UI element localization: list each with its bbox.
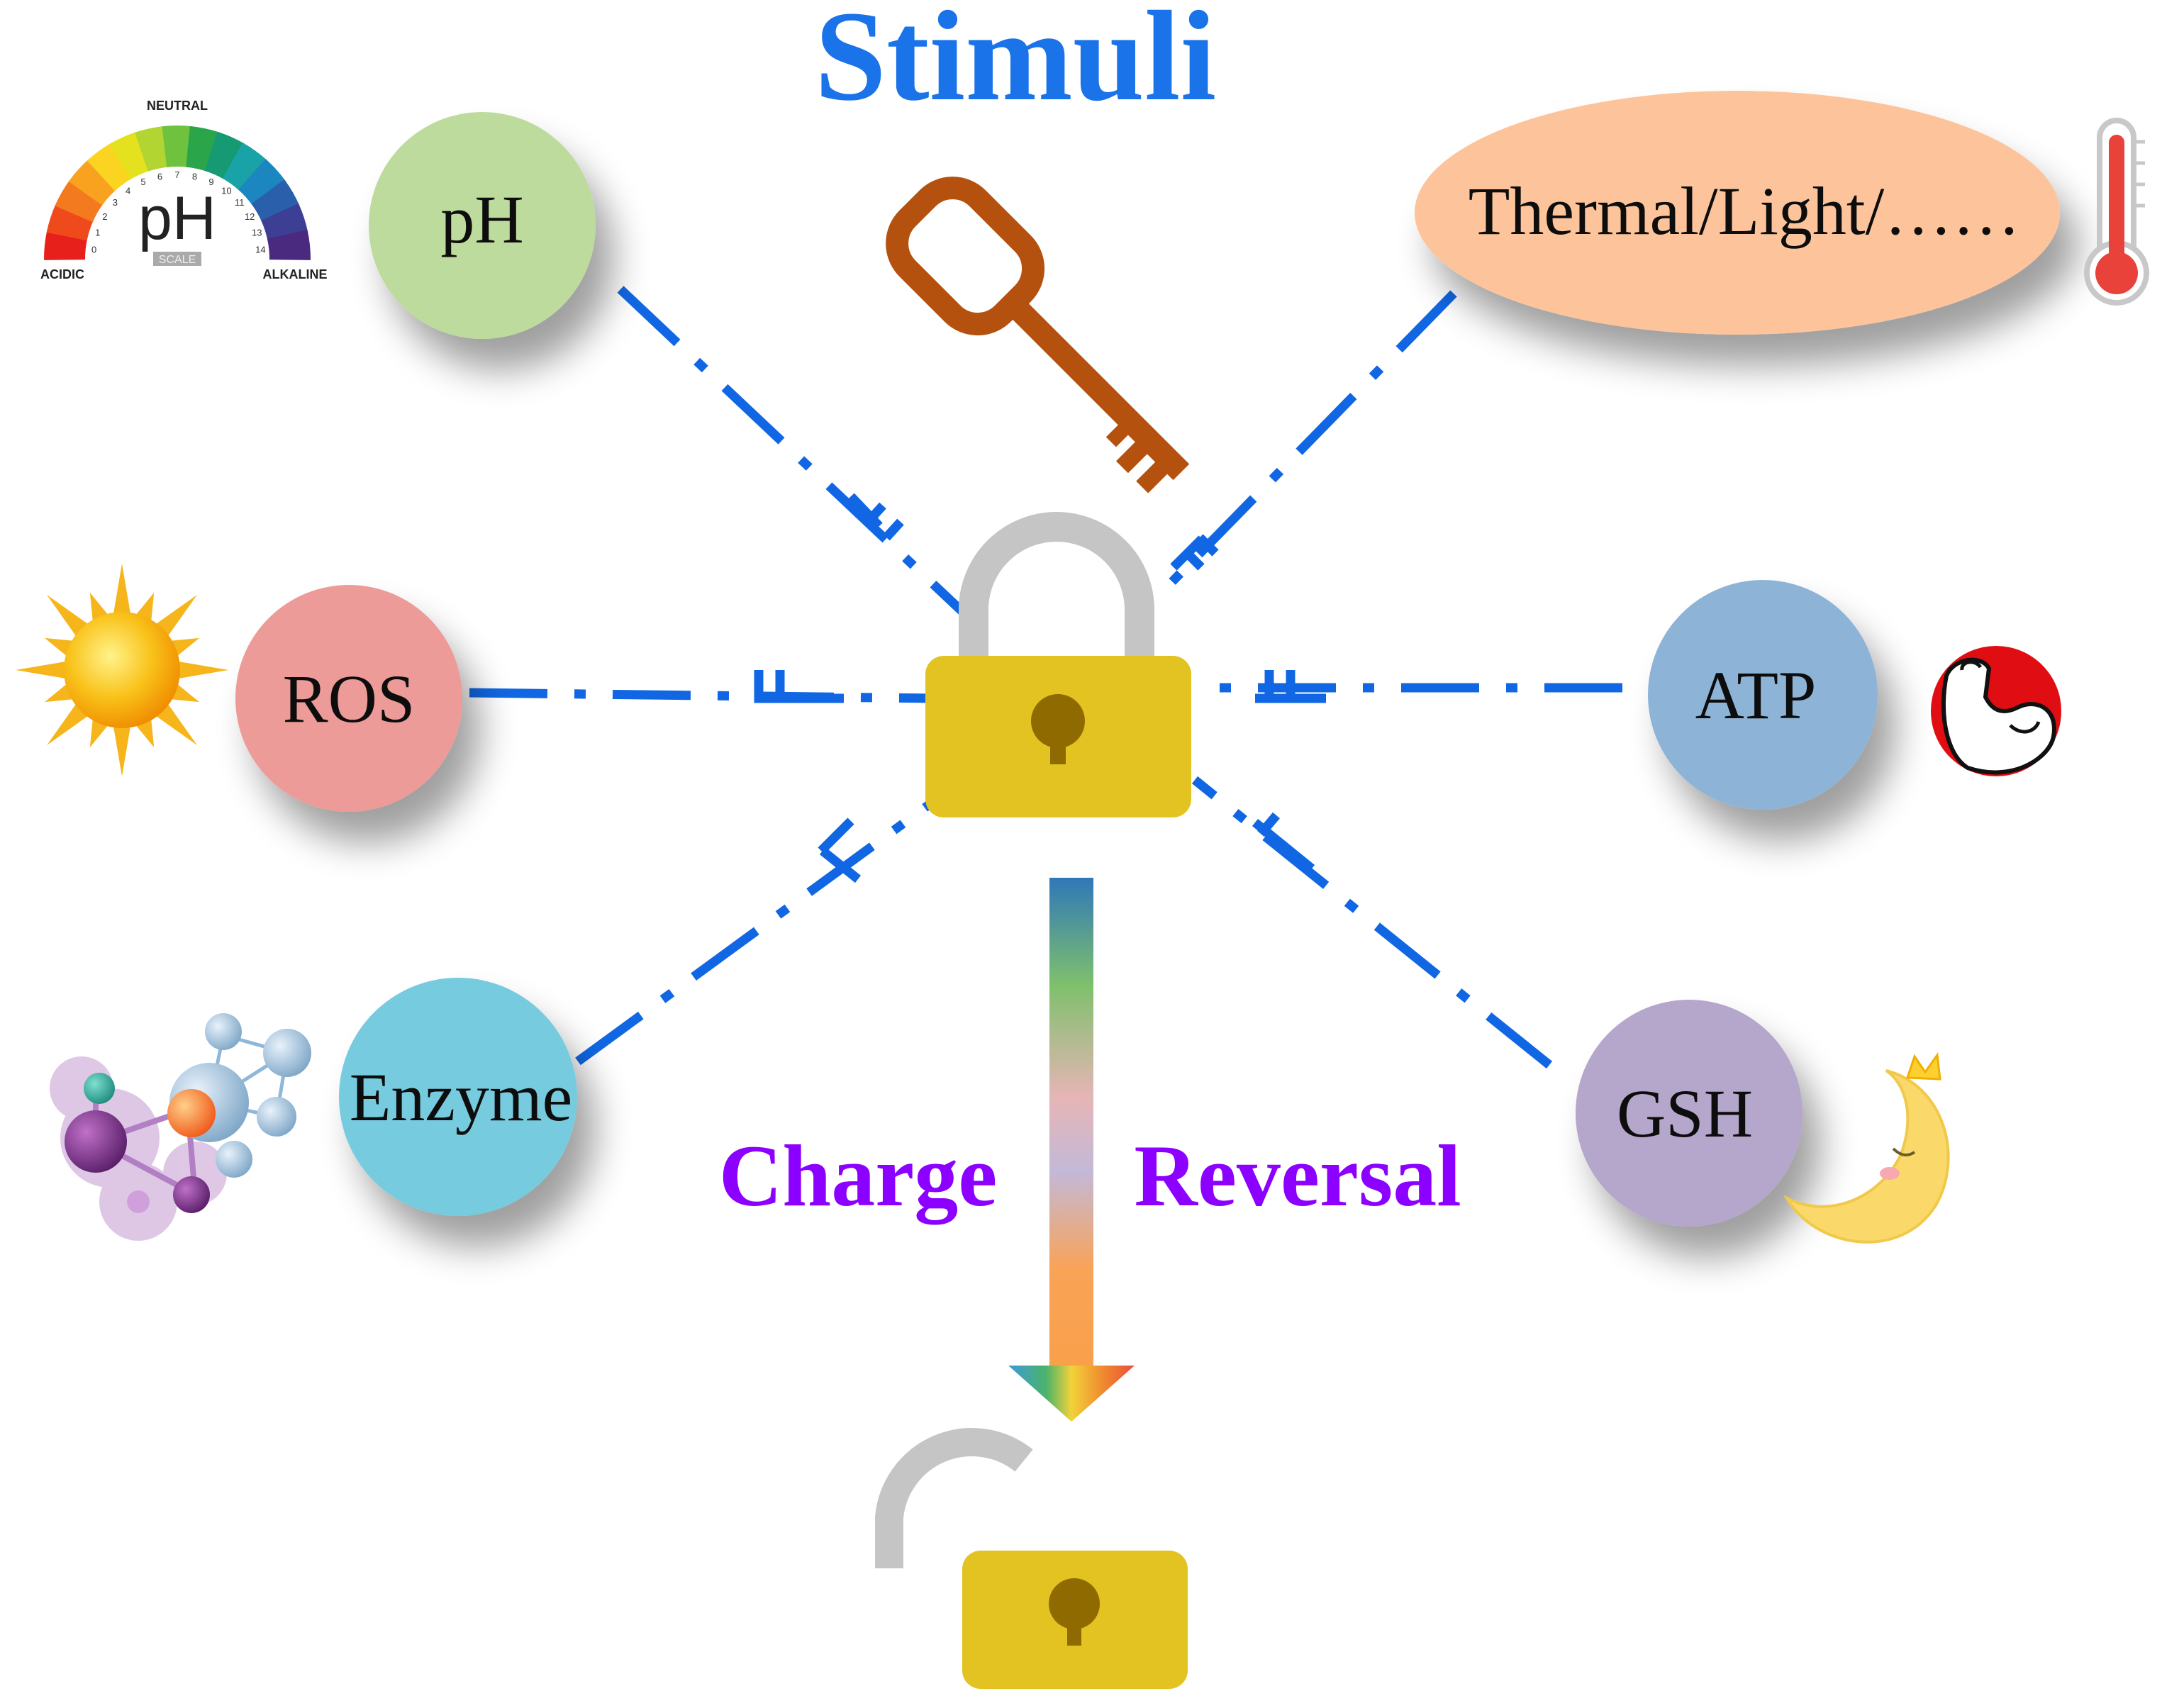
open-lock-shackle (875, 1428, 1033, 1568)
ph-scale-number: 2 (102, 211, 107, 222)
atp-node: ATP (1648, 580, 1878, 810)
sun-ray (16, 661, 67, 679)
ph-scale-number: 4 (126, 186, 130, 196)
molecule-icon (50, 1013, 311, 1241)
connector-thermal (1154, 290, 1457, 601)
gsh-label: GSH (1617, 1076, 1753, 1151)
connector-gsh (1191, 776, 1553, 1069)
thermal-node: Thermal/Light/…… (1415, 91, 2060, 335)
ros-label: ROS (283, 661, 416, 737)
ph-scale-number: 12 (245, 211, 255, 222)
ph-scale-number: 10 (221, 186, 231, 196)
ph-scale-neutral: NEUTRAL (147, 99, 208, 113)
ph-scale-segment (46, 203, 94, 241)
ros-circle (235, 585, 462, 812)
key-icon (886, 177, 1190, 493)
ph-scale-segment (238, 159, 286, 206)
ph-scale-center: pH (138, 184, 216, 252)
ph-scale-segment (267, 230, 311, 260)
ph-circle (369, 112, 596, 339)
connector-enzyme (575, 800, 932, 1066)
open-lock-icon (875, 1428, 1188, 1689)
atp-circle (1648, 580, 1878, 810)
ph-scale-number: 9 (208, 177, 213, 187)
closed-lock-shackle (959, 512, 1154, 659)
enzyme-label: Enzyme (350, 1059, 573, 1135)
ph-scale-segment (204, 131, 245, 180)
ph-scale-number: 7 (174, 169, 179, 180)
ph-scale-alkaline: ALKALINE (263, 267, 328, 281)
ph-scale-tag-text: SCALE (159, 254, 196, 266)
ph-scale-number: 11 (235, 197, 245, 208)
ph-scale-segment (222, 143, 268, 191)
ph-scale-number: 14 (255, 245, 265, 255)
ph-scale-segment (87, 143, 133, 191)
ph-scale-segment (55, 179, 104, 223)
sun-ray (46, 702, 90, 746)
moon-icon (1783, 1051, 1950, 1244)
gsh-circle (1576, 1000, 1802, 1227)
sun-ray (113, 564, 131, 615)
ph-scale-segment (68, 159, 116, 206)
caption-reversal: Reversal (1134, 1127, 1461, 1224)
ph-scale-number: 5 (140, 177, 145, 187)
ph-scale-number: 13 (252, 228, 262, 238)
connector-ph (617, 286, 971, 620)
sun-icon (16, 564, 228, 776)
closed-lock-icon (925, 512, 1191, 817)
ph-scale-number: 0 (91, 245, 96, 255)
thermometer-icon (2084, 118, 2149, 306)
gsh-node: GSH (1576, 1000, 1802, 1227)
ph-scale-tag (153, 252, 201, 266)
sun-ray (154, 702, 198, 746)
closed-lock-keyhole (1031, 694, 1085, 748)
ros-node: ROS (235, 585, 462, 812)
sun-ray (113, 725, 131, 776)
atp-label: ATP (1695, 657, 1817, 733)
sun-ray (154, 594, 198, 638)
sun-ray (46, 594, 90, 638)
diagram-title: Stimuli (815, 0, 1216, 128)
ph-scale-acidic: ACIDIC (40, 267, 84, 281)
ph-scale-segment (135, 125, 169, 172)
sun-ray (177, 661, 228, 679)
ph-node: pH (369, 112, 596, 339)
ph-scale-number: 8 (192, 172, 197, 182)
ph-scale-segment (261, 203, 308, 241)
open-lock-keyhole (1049, 1578, 1100, 1629)
muscle-icon (1931, 646, 2061, 776)
thermal-label: Thermal/Light/…… (1469, 173, 2021, 249)
ph-label: pH (440, 182, 523, 257)
enzyme-node: Enzyme (339, 978, 577, 1216)
connector-ros (469, 688, 937, 703)
ph-scale-segment (162, 125, 193, 167)
ph-scale-segment (186, 125, 220, 172)
caption-charge: Charge (719, 1127, 998, 1225)
connector-ticks (754, 493, 1326, 883)
gradient-arrow-icon (1008, 878, 1135, 1422)
ph-scale-number: 1 (95, 228, 100, 238)
ph-scale-segment (251, 179, 300, 223)
ph-scale-number: 6 (157, 172, 162, 182)
thermal-ellipse (1415, 91, 2060, 335)
enzyme-circle (339, 978, 577, 1216)
ph-scale-number: 3 (113, 197, 118, 208)
